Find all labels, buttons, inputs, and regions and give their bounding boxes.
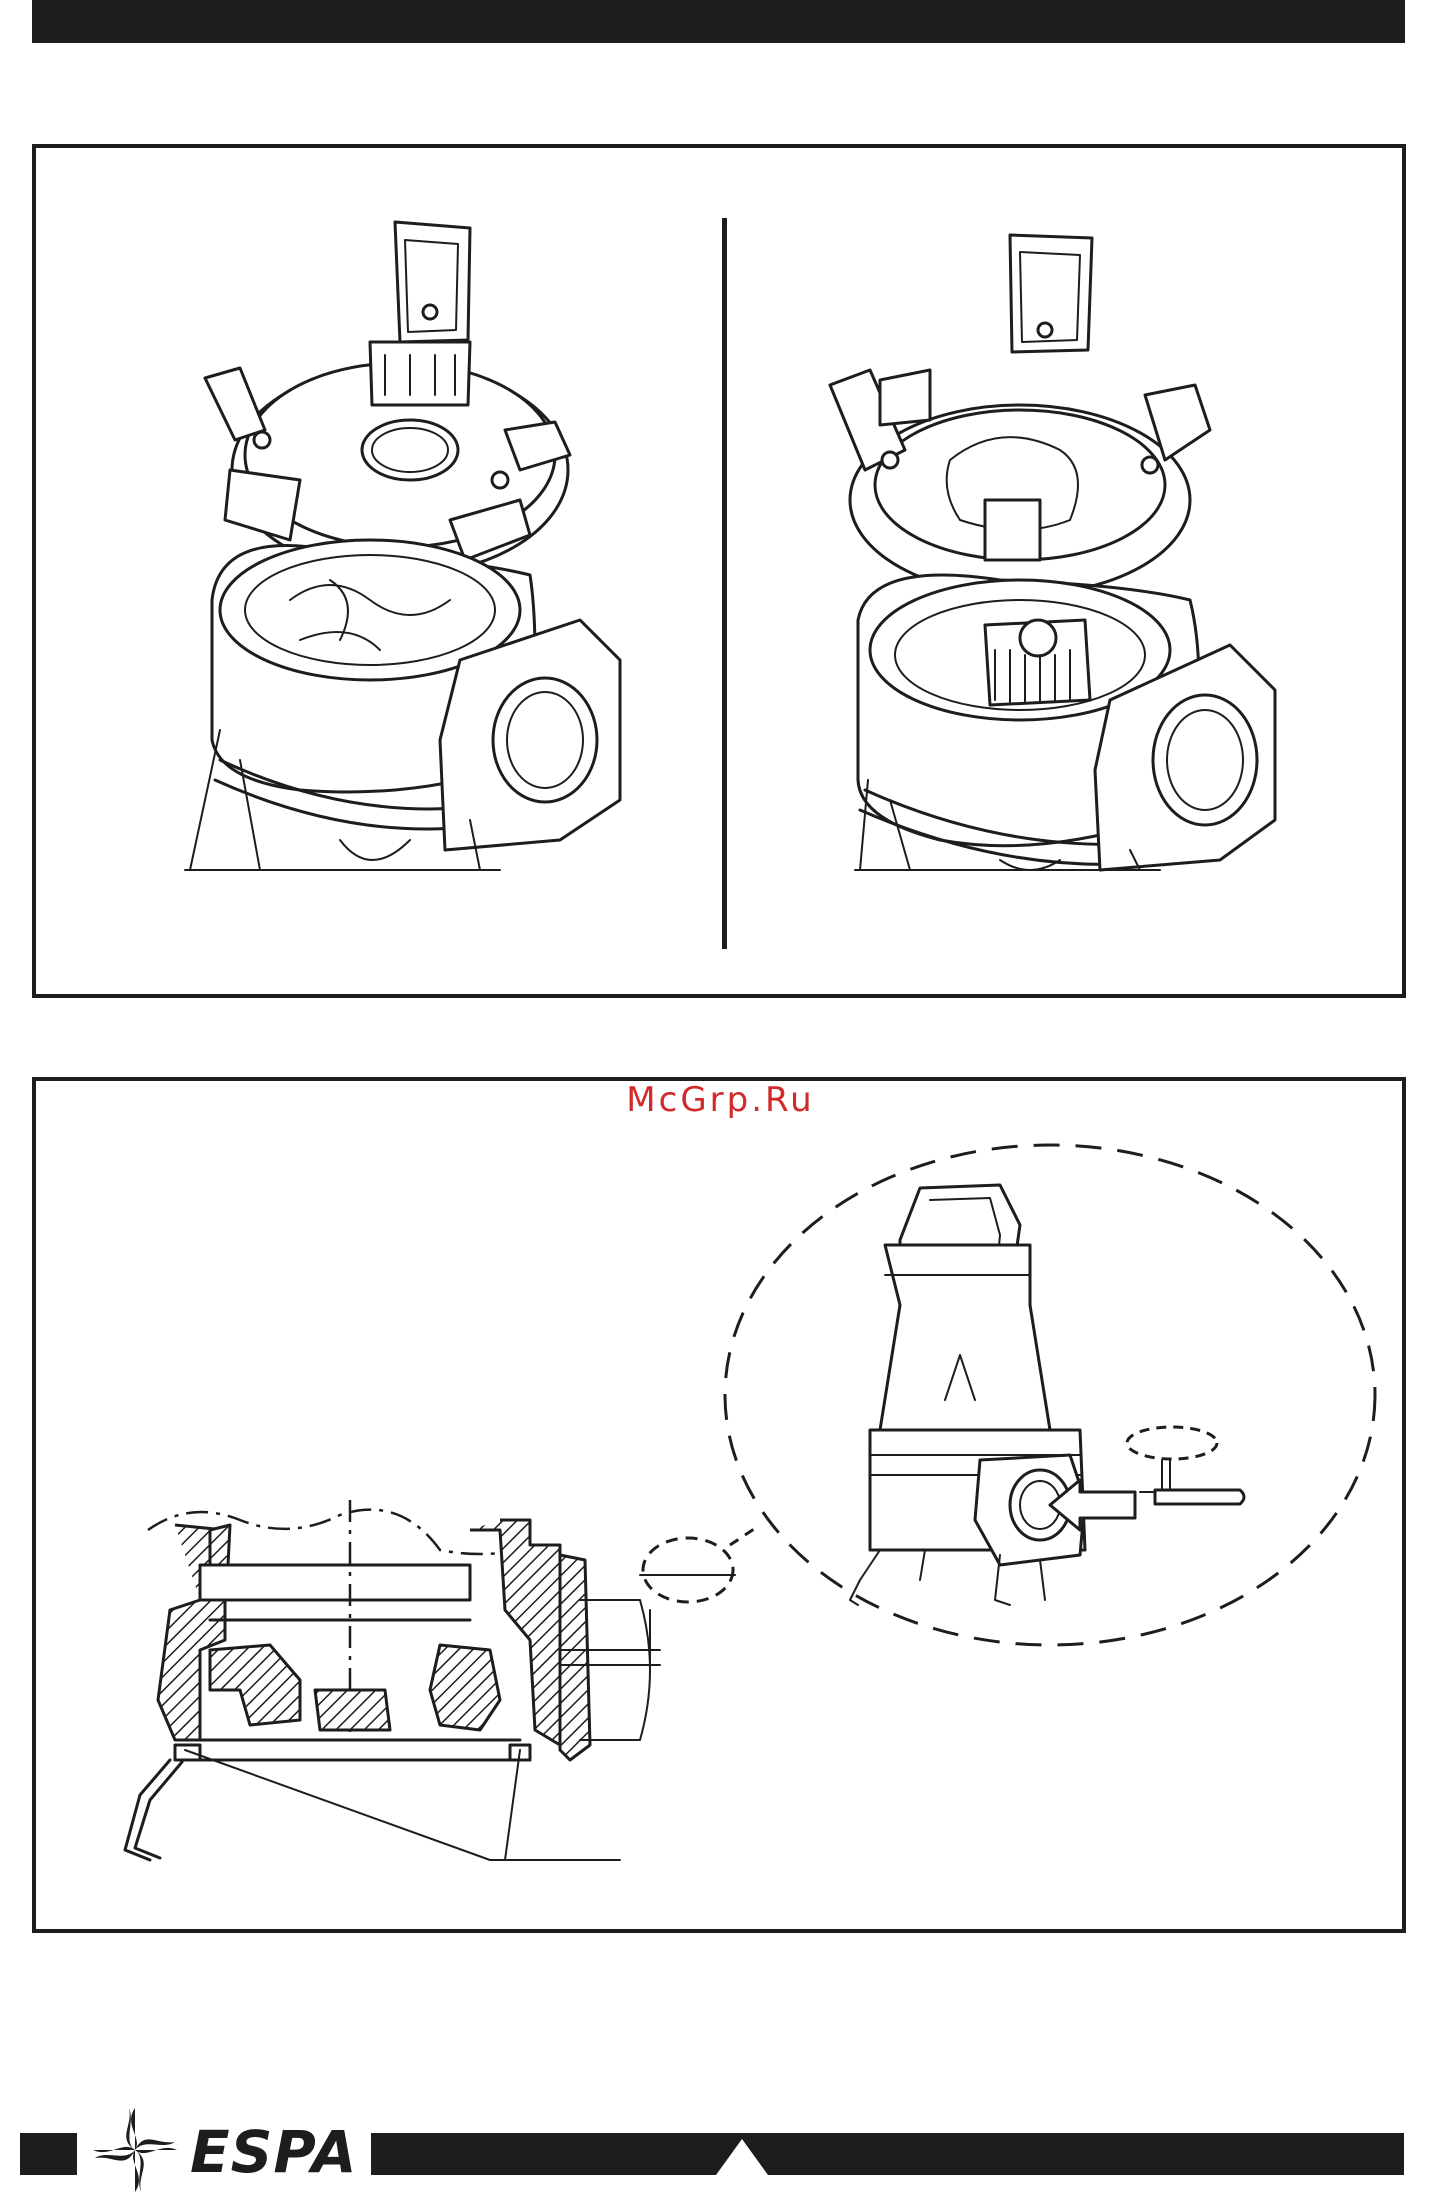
espa-swirl-logo-icon — [85, 2100, 185, 2200]
footer-bar-left — [20, 2133, 77, 2175]
footer-bar-right — [371, 2133, 1404, 2175]
brand-name: ESPA — [190, 2120, 357, 2184]
triangle-up-icon — [712, 2137, 772, 2177]
